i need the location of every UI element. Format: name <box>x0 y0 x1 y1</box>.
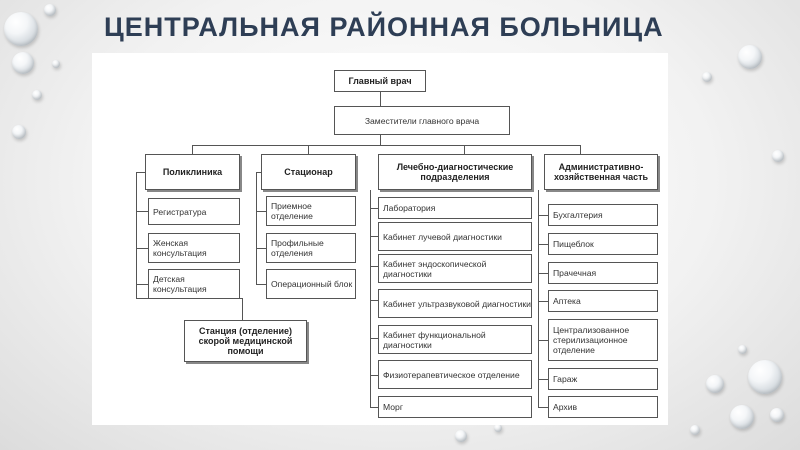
water-drop-decoration <box>32 90 42 100</box>
ambulance-station-box: Станция (отделение) скорой медицинской п… <box>184 320 307 362</box>
diagnostic-header-box: Лечебно-диагностические подразделения <box>378 154 532 190</box>
polyclinic-item-box: Регистратура <box>148 198 240 225</box>
connector-line <box>538 379 548 380</box>
water-drop-decoration <box>494 424 502 432</box>
water-drop-decoration <box>690 425 700 435</box>
water-drop-decoration <box>702 72 712 82</box>
polyclinic-header-box: Поликлиника <box>145 154 240 190</box>
connector-line <box>192 145 193 154</box>
water-drop-decoration <box>738 345 747 354</box>
polyclinic-item-box: Женская консультация <box>148 233 240 263</box>
connector-line <box>256 172 257 284</box>
connector-line <box>580 145 581 154</box>
admin-item-box: Централизованное стерилизационное отделе… <box>548 319 658 361</box>
connector-line <box>242 298 243 320</box>
admin-item-box: Бухгалтерия <box>548 204 658 226</box>
diagnostic-item-box: Кабинет лучевой диагностики <box>378 222 532 251</box>
connector-line <box>370 300 378 301</box>
org-chart-panel: Главный врач Заместители главного врача … <box>92 53 668 425</box>
connector-line <box>538 190 539 407</box>
water-drop-decoration <box>730 405 754 429</box>
connector-line <box>538 407 548 408</box>
admin-item-box: Аптека <box>548 290 658 312</box>
connector-line <box>256 284 266 285</box>
connector-line <box>380 135 381 145</box>
connector-line <box>370 266 378 267</box>
diagnostic-item-box: Кабинет эндоскопической диагностики <box>378 254 532 283</box>
connector-line <box>538 301 548 302</box>
admin-item-box: Архив <box>548 396 658 418</box>
connector-line <box>256 248 266 249</box>
diagnostic-item-box: Физиотерапевтическое отделение <box>378 360 532 389</box>
diagnostic-item-box: Кабинет функциональной диагностики <box>378 325 532 354</box>
connector-line <box>192 145 580 146</box>
admin-item-box: Пищеблок <box>548 233 658 255</box>
polyclinic-item-box: Детская консультация <box>148 269 240 299</box>
slide-title: ЦЕНТРАЛЬНАЯ РАЙОННАЯ БОЛЬНИЦА <box>104 12 744 43</box>
connector-line <box>136 248 148 249</box>
diagnostic-item-box: Кабинет ультразвуковой диагностики <box>378 289 532 318</box>
water-drop-decoration <box>770 408 784 422</box>
water-drop-decoration <box>455 430 467 442</box>
diagnostic-item-box: Лаборатория <box>378 197 532 219</box>
connector-line <box>538 340 548 341</box>
connector-line <box>538 273 548 274</box>
admin-item-box: Прачечная <box>548 262 658 284</box>
deputies-box: Заместители главного врача <box>334 106 510 135</box>
water-drop-decoration <box>4 12 38 46</box>
connector-line <box>538 244 548 245</box>
connector-line <box>380 92 381 106</box>
water-drop-decoration <box>12 125 26 139</box>
water-drop-decoration <box>748 360 782 394</box>
water-drop-decoration <box>706 375 724 393</box>
hospital-item-box: Приемное отделение <box>266 196 356 226</box>
admin-header-box: Административно-хозяйственная часть <box>544 154 658 190</box>
connector-line <box>370 375 378 376</box>
connector-line <box>370 208 378 209</box>
connector-line <box>370 407 378 408</box>
connector-line <box>136 172 137 298</box>
water-drop-decoration <box>52 60 60 68</box>
hospital-item-box: Операционный блок <box>266 269 356 299</box>
admin-item-box: Гараж <box>548 368 658 390</box>
water-drop-decoration <box>738 45 762 69</box>
connector-line <box>464 145 465 154</box>
water-drop-decoration <box>772 150 784 162</box>
hospital-item-box: Профильные отделения <box>266 233 356 263</box>
connector-line <box>256 211 266 212</box>
connector-line <box>136 284 148 285</box>
water-drop-decoration <box>12 52 34 74</box>
connector-line <box>370 338 378 339</box>
water-drop-decoration <box>44 4 56 16</box>
connector-line <box>136 211 148 212</box>
hospital-header-box: Стационар <box>261 154 356 190</box>
connector-line <box>370 236 378 237</box>
connector-line <box>308 145 309 154</box>
chief-physician-box: Главный врач <box>334 70 426 92</box>
connector-line <box>538 215 548 216</box>
diagnostic-item-box: Морг <box>378 396 532 418</box>
